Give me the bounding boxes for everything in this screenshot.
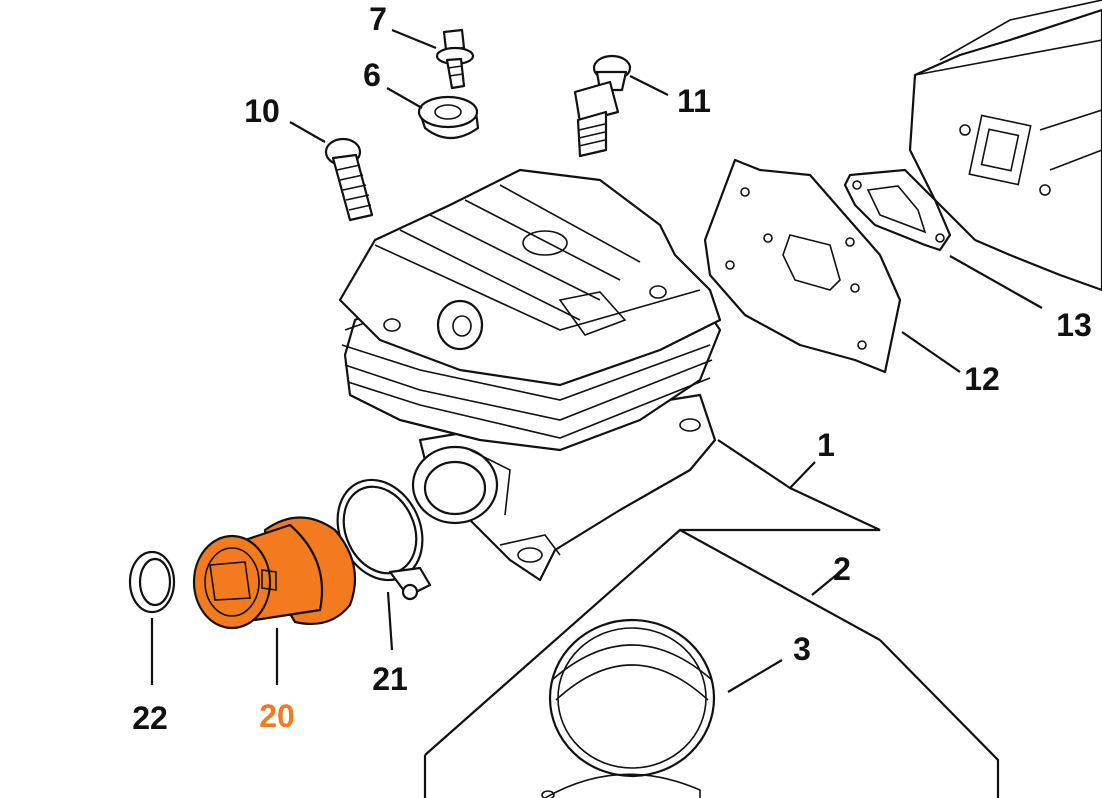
cylinder-part[interactable] <box>338 168 722 582</box>
piston-set-2-part[interactable] <box>423 528 1000 798</box>
callout-label-11: 11 <box>677 83 711 119</box>
callout-label-3: 3 <box>793 631 811 667</box>
clamp-21-part[interactable] <box>322 466 438 601</box>
callout-label-1: 1 <box>817 427 835 463</box>
callout-label-20: 20 <box>259 698 295 734</box>
callout-label-13: 13 <box>1056 307 1092 343</box>
gasket-13-part[interactable] <box>843 168 952 252</box>
callout-label-10: 10 <box>244 93 280 129</box>
callout-label-12: 12 <box>964 361 1000 397</box>
piston-ring-3-part[interactable] <box>548 618 716 778</box>
callout-label-21: 21 <box>372 661 408 697</box>
callout-label-6: 6 <box>363 57 381 93</box>
callout-label-2: 2 <box>833 551 851 587</box>
valve-11-part[interactable] <box>573 54 632 158</box>
washer-6-part[interactable] <box>417 95 480 140</box>
screw-10-part[interactable] <box>324 137 374 222</box>
gasket-12-part[interactable] <box>703 158 902 374</box>
callout-label-7: 7 <box>369 1 387 37</box>
callout-label-22: 22 <box>132 700 168 736</box>
screw-7-part[interactable] <box>435 28 475 90</box>
intake-manifold-20-part[interactable] <box>192 516 357 630</box>
ring-22-part[interactable] <box>128 550 176 614</box>
leader-lines <box>150 28 1043 693</box>
piston-body-part[interactable] <box>541 773 701 798</box>
